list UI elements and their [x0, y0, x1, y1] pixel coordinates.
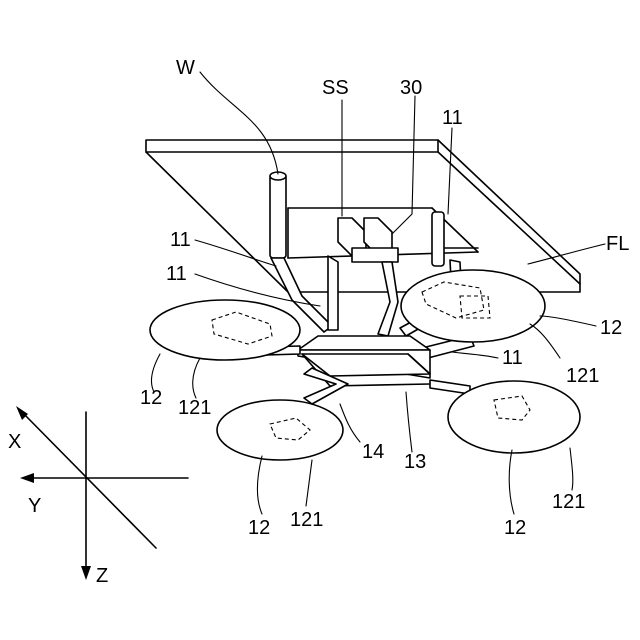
wire-post — [270, 172, 286, 258]
label-121-right-upper: 121 — [566, 365, 599, 387]
label-12-right-upper: 12 — [600, 317, 622, 339]
label-11-left-lower: 11 — [166, 263, 187, 285]
label-14: 14 — [362, 441, 384, 463]
label-13: 13 — [404, 451, 426, 473]
label-121-left: 121 — [178, 397, 211, 419]
label-SS: SS — [322, 77, 349, 99]
label-FL: FL — [606, 233, 629, 255]
floor-plate — [146, 140, 580, 292]
label-121-bottom-right: 121 — [552, 491, 585, 513]
label-11-left-upper: 11 — [170, 229, 191, 251]
label-30: 30 — [400, 77, 422, 99]
right-post — [432, 212, 444, 266]
axes — [16, 406, 188, 580]
label-axis-y: Y — [28, 495, 41, 517]
label-12-left: 12 — [140, 387, 162, 409]
label-11-right: 11 — [502, 347, 523, 369]
label-12-bottom-right: 12 — [504, 517, 526, 539]
label-121-bottom-left: 121 — [290, 509, 323, 531]
label-axis-x: X — [8, 431, 21, 453]
label-axis-z: Z — [96, 565, 108, 587]
label-W: W — [176, 57, 195, 79]
label-12-bottom-left: 12 — [248, 517, 270, 539]
label-11-top-right: 11 — [442, 107, 463, 129]
